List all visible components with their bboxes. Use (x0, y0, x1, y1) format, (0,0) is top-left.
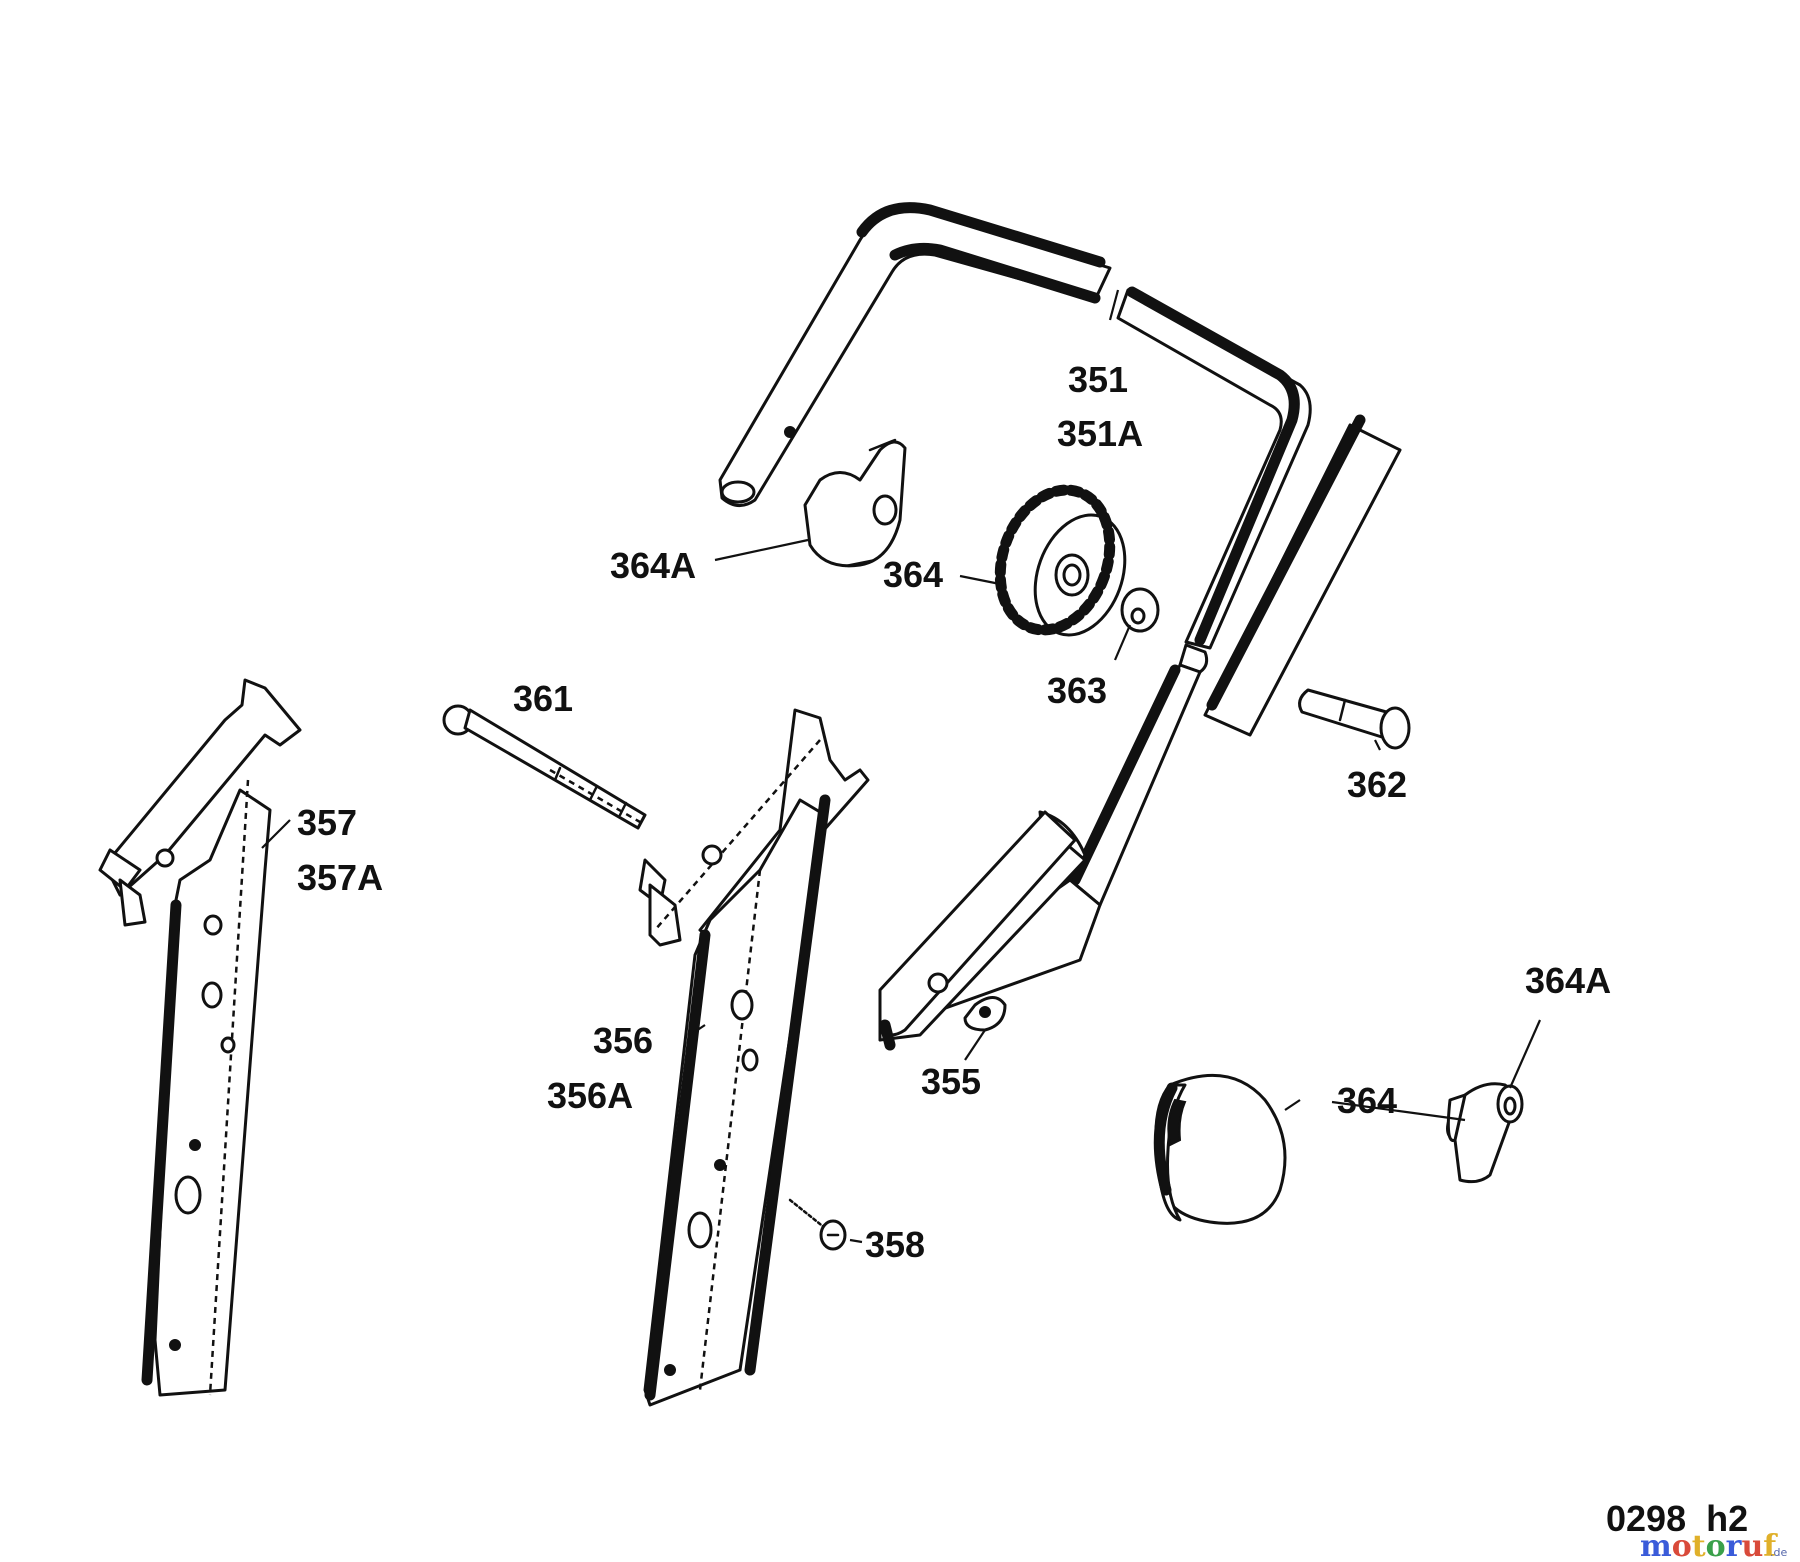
wing-knob-top (803, 438, 907, 568)
upper-handle-bar (718, 202, 1312, 1051)
side-frame-357 (98, 678, 302, 1397)
label-364a-top: 364A (610, 545, 696, 586)
label-363: 363 (1047, 670, 1107, 711)
label-356: 356 (593, 1020, 653, 1061)
round-knob-bottom (1153, 1073, 1287, 1225)
label-364-top: 364 (883, 554, 943, 595)
label-351a: 351A (1057, 413, 1143, 454)
watermark-logo: motoruf .de (1640, 1529, 1787, 1562)
wing-knob-bottom (1446, 1082, 1524, 1184)
gear-knob-top (994, 484, 1127, 637)
side-frame-356 (638, 708, 870, 1407)
label-364-bottom: 364 (1337, 1080, 1397, 1121)
screw-358 (788, 1198, 847, 1251)
label-364a-bottom: 364A (1525, 960, 1611, 1001)
washer-355 (963, 996, 1007, 1032)
label-356a: 356A (547, 1075, 633, 1116)
handle-rail (1203, 414, 1402, 737)
label-357a: 357A (297, 857, 383, 898)
label-361: 361 (513, 678, 573, 719)
svg-text:.de: .de (1770, 1546, 1787, 1559)
washer-363 (1120, 587, 1160, 633)
label-358: 358 (865, 1224, 925, 1265)
label-357: 357 (297, 802, 357, 843)
label-355: 355 (921, 1061, 981, 1102)
bolt-361 (442, 704, 647, 830)
svg-text:motoruf: motoruf (1640, 1529, 1778, 1562)
drawing-code: 0298 h2 (1606, 1498, 1748, 1539)
bolt-362 (1298, 688, 1411, 750)
part-labels: 351 351A 364A 364 363 361 357 357A 362 3… (297, 359, 1611, 1265)
leader-lines (261, 289, 1542, 1244)
label-362: 362 (1347, 764, 1407, 805)
label-351: 351 (1068, 359, 1128, 400)
